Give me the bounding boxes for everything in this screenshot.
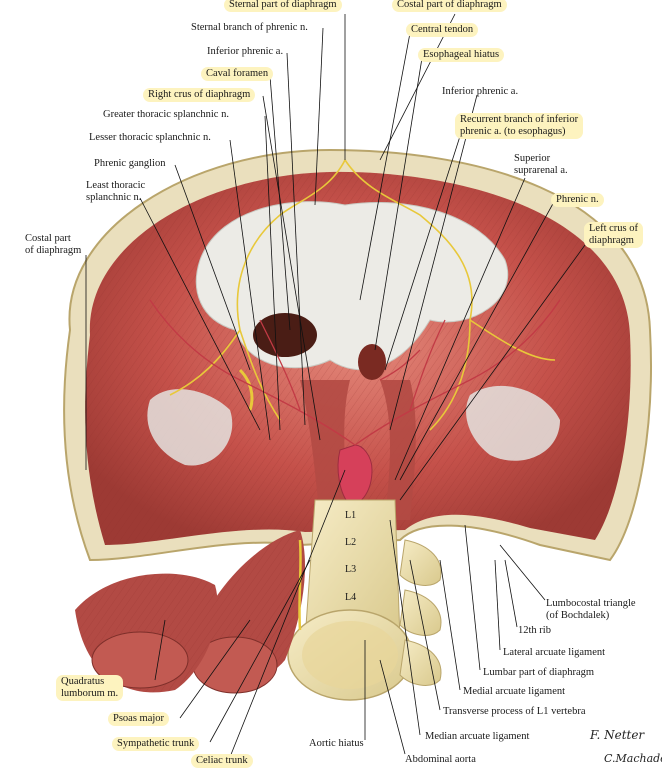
label-costal-part-top: Costal part of diaphragm bbox=[392, 0, 507, 12]
label-lumbocostal-line2: (of Bochdalek) bbox=[546, 610, 610, 621]
vertebra-label-l1: L1 bbox=[345, 510, 357, 521]
label-quadratus-line2: lumborum m. bbox=[61, 688, 119, 699]
label-superior-suprarenal-line2: suprarenal a. bbox=[514, 165, 568, 176]
label-transverse-process: Transverse process of L1 vertebra bbox=[443, 706, 586, 717]
label-quadratus-lumborum: Quadratus lumborum m. bbox=[56, 675, 124, 701]
label-left-crus-line2: diaphragm bbox=[589, 235, 634, 246]
label-left-crus-line1: Left crus of bbox=[589, 223, 638, 234]
label-lateral-arcuate: Lateral arcuate ligament bbox=[503, 647, 606, 658]
label-median-arcuate: Median arcuate ligament bbox=[425, 731, 530, 742]
label-least-splanchnic-line2: splanchnic n. bbox=[86, 192, 142, 203]
label-least-splanchnic: Least thoracic splanchnic n. bbox=[86, 180, 145, 204]
label-superior-suprarenal: Superior suprarenal a. bbox=[514, 153, 568, 177]
vertebra-label-l4: L4 bbox=[345, 592, 357, 603]
label-central-tendon: Central tendon bbox=[406, 23, 479, 37]
label-esophageal-hiatus: Esophageal hiatus bbox=[418, 48, 505, 62]
label-right-crus: Right crus of diaphragm bbox=[143, 88, 256, 102]
label-medial-arcuate: Medial arcuate ligament bbox=[463, 686, 566, 697]
label-sternal-part: Sternal part of diaphragm bbox=[224, 0, 342, 12]
label-abdominal-aorta: Abdominal aorta bbox=[405, 754, 476, 765]
label-sternal-branch: Sternal branch of phrenic n. bbox=[191, 22, 308, 33]
vertebra-label-l3: L3 bbox=[345, 564, 357, 575]
label-lumbar-part: Lumbar part of diaphragm bbox=[483, 667, 595, 678]
label-recurrent-branch: Recurrent branch of inferior phrenic a. … bbox=[455, 113, 584, 139]
label-left-crus: Left crus of diaphragm bbox=[584, 222, 643, 248]
label-greater-splanchnic: Greater thoracic splanchnic n. bbox=[103, 109, 229, 120]
label-caval-foramen: Caval foramen bbox=[201, 67, 274, 81]
label-least-splanchnic-line1: Least thoracic bbox=[86, 180, 146, 191]
label-costal-part-left: Costal part of diaphragm bbox=[25, 233, 81, 257]
caval-foramen-shape bbox=[253, 313, 317, 357]
label-recurrent-branch-line1: Recurrent branch of inferior bbox=[460, 114, 579, 125]
artist-signature-machado: C.Machado bbox=[604, 752, 662, 765]
label-quadratus-line1: Quadratus bbox=[61, 676, 105, 687]
label-sympathetic-trunk: Sympathetic trunk bbox=[112, 737, 200, 751]
label-psoas-major: Psoas major bbox=[108, 712, 170, 726]
artist-signature-netter: F. Netter bbox=[590, 728, 645, 742]
label-inferior-phrenic-left: Inferior phrenic a. bbox=[207, 46, 284, 57]
label-costal-part-left-line1: Costal part bbox=[25, 233, 71, 244]
label-inferior-phrenic-right: Inferior phrenic a. bbox=[442, 86, 519, 97]
label-lesser-splanchnic: Lesser thoracic splanchnic n. bbox=[89, 132, 211, 143]
label-costal-part-left-line2: of diaphragm bbox=[25, 245, 82, 256]
label-lumbocostal-line1: Lumbocostal triangle bbox=[546, 598, 636, 609]
label-superior-suprarenal-line1: Superior bbox=[514, 153, 551, 164]
label-lumbocostal-triangle: Lumbocostal triangle (of Bochdalek) bbox=[546, 598, 636, 622]
label-aortic-hiatus: Aortic hiatus bbox=[309, 738, 364, 749]
label-12th-rib: 12th rib bbox=[518, 625, 551, 636]
label-celiac-trunk: Celiac trunk bbox=[191, 754, 253, 768]
label-phrenic-n: Phrenic n. bbox=[551, 193, 604, 207]
vertebra-label-l2: L2 bbox=[345, 537, 357, 548]
label-recurrent-branch-line2: phrenic a. (to esophagus) bbox=[460, 126, 566, 137]
esophageal-hiatus-shape bbox=[358, 344, 386, 380]
label-phrenic-ganglion: Phrenic ganglion bbox=[94, 158, 166, 169]
